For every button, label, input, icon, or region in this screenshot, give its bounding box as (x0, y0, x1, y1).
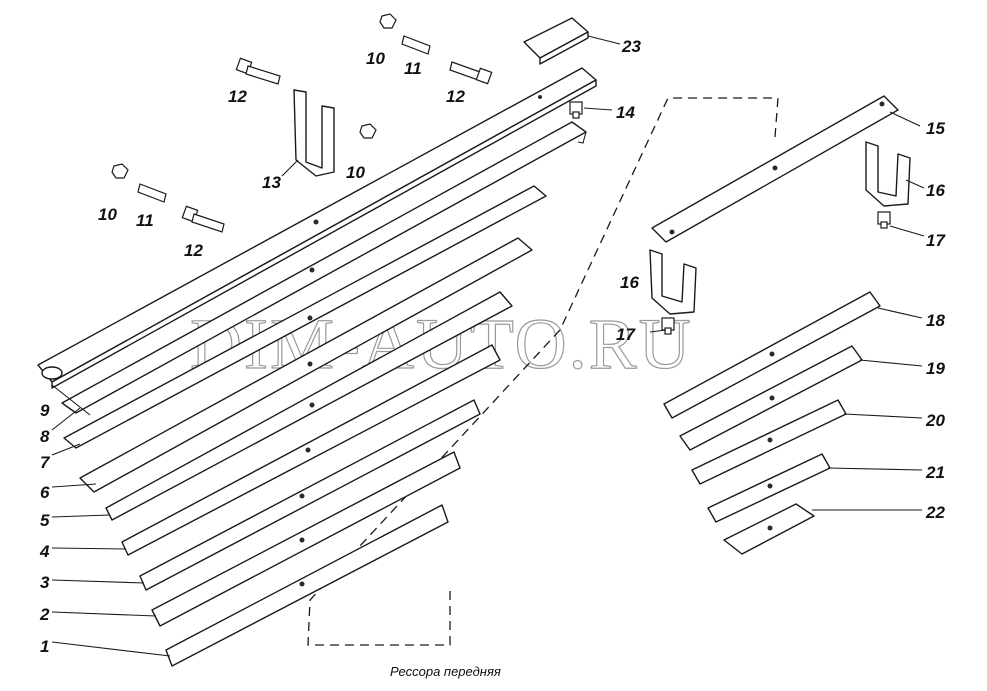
callout-10-middle: 10 (346, 163, 365, 182)
callout-3: 3 (40, 573, 50, 592)
clamp-16-lower (649, 249, 697, 315)
bolt-14 (569, 101, 583, 119)
callout-5: 5 (40, 511, 50, 530)
diagram-caption: Рессора передняя (390, 664, 501, 679)
callout-6: 6 (40, 483, 50, 502)
callout-20: 20 (925, 411, 945, 430)
pin-11-left (137, 183, 167, 203)
leader-lines (51, 35, 925, 657)
bolt-17-left (661, 317, 675, 335)
nut-10-top (379, 13, 397, 29)
callout-18: 18 (926, 311, 945, 330)
callout-15: 15 (926, 119, 945, 138)
callout-9: 9 (40, 401, 50, 420)
callout-4: 4 (39, 542, 50, 561)
callout-10-left: 10 (98, 205, 117, 224)
callout-7: 7 (40, 453, 51, 472)
leaf-9 (37, 67, 597, 389)
leaf-3 (139, 399, 481, 591)
leaf-1 (165, 504, 449, 667)
callout-13: 13 (262, 173, 281, 192)
leaf-4 (121, 344, 501, 556)
callout-10-top: 10 (366, 49, 385, 68)
callout-11-left: 11 (136, 211, 154, 230)
callout-11-top: 11 (404, 59, 422, 78)
callout-8: 8 (40, 427, 50, 446)
callout-12-top: 12 (228, 87, 247, 106)
callout-23: 23 (621, 37, 641, 56)
leaf-18 (663, 291, 881, 419)
leaf-7 (63, 185, 547, 449)
bolt-12-right (449, 61, 493, 85)
clamp-16-upper (865, 141, 911, 207)
leaf-8 (61, 121, 587, 414)
callout-12-right: 12 (446, 87, 465, 106)
callout-21: 21 (925, 463, 945, 482)
callout-12-left: 12 (184, 241, 203, 260)
nut-10-middle (359, 123, 377, 139)
callout-14: 14 (616, 103, 635, 122)
bolt-12-top (235, 57, 281, 85)
bolt-17-right (877, 211, 891, 229)
pin-11-top (401, 35, 431, 55)
callout-19: 19 (926, 359, 945, 378)
leaf-2 (151, 451, 461, 627)
clamp-13 (293, 89, 335, 177)
leaf-15 (651, 95, 899, 243)
bolt-12-left (181, 205, 225, 233)
callout-17-left: 17 (616, 325, 636, 344)
callout-2: 2 (39, 605, 50, 624)
callout-1: 1 (40, 637, 49, 656)
callout-16-upper: 16 (926, 181, 945, 200)
leaf-5 (105, 291, 513, 521)
callout-22: 22 (925, 503, 945, 522)
callout-16-lower: 16 (620, 273, 639, 292)
leaf-22 (723, 503, 815, 555)
leaf-6 (79, 237, 533, 493)
nut-10-left (111, 163, 129, 179)
plate-23 (523, 17, 589, 65)
callout-17-right: 17 (926, 231, 946, 250)
